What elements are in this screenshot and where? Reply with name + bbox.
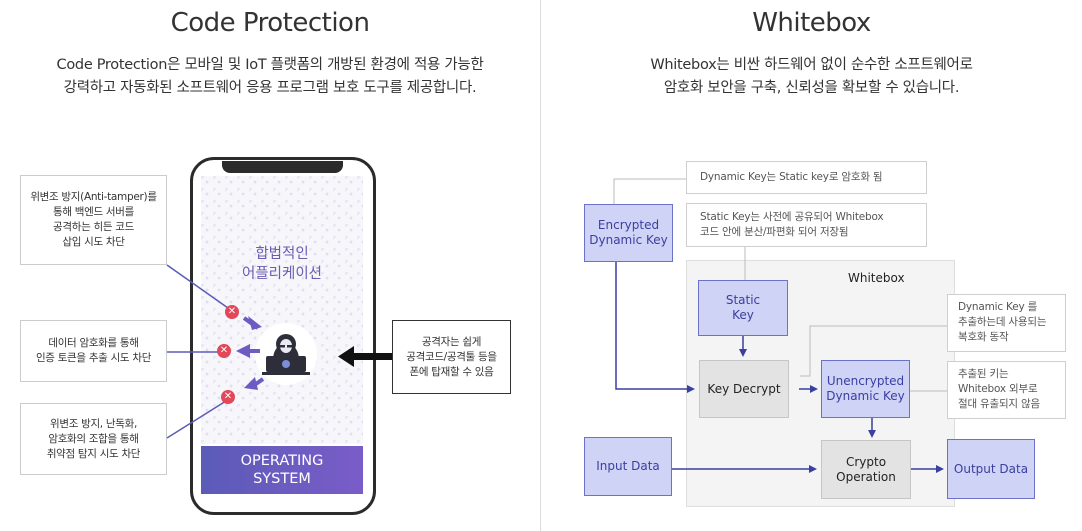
whitebox-description: Whitebox는 비싼 하드웨어 없이 순수한 소프트웨어로 암호화 보안을 … xyxy=(541,54,1082,100)
unencrypted-dynamic-key-box: Unencrypted Dynamic Key xyxy=(821,360,910,418)
note-attacker: 공격자는 쉽게 공격코드/공격툴 등을 폰에 탑재할 수 있음 xyxy=(392,320,511,394)
connector-line-3 xyxy=(166,400,227,439)
attack-arrows xyxy=(236,316,265,390)
crypto-operation-box: Crypto Operation xyxy=(821,440,911,499)
code-protection-graphics xyxy=(166,264,392,439)
code-protection-description: Code Protection은 모바일 및 IoT 플랫폼의 개방된 환경에 … xyxy=(0,54,540,100)
hacker-laptop-icon xyxy=(262,334,310,375)
decrypt-note-connector xyxy=(800,325,947,377)
encrypted-dynamic-key-box: Encrypted Dynamic Key xyxy=(584,204,673,262)
block-x-icon: ✕ xyxy=(221,390,235,404)
note-dynamic-key-encrypted: Dynamic Key는 Static key로 암호화 됨 xyxy=(686,161,927,194)
operating-system-box: OPERATING SYSTEM xyxy=(201,446,363,494)
encrypted-to-decrypt-arrow xyxy=(615,262,695,393)
key-decrypt-box: Key Decrypt xyxy=(699,360,789,418)
note-data-encryption: 데이터 암호화를 통해 인증 토큰을 추출 시도 차단 xyxy=(20,320,167,382)
code-protection-title: Code Protection xyxy=(170,8,370,38)
legit-app-label-1: 합법적인 xyxy=(255,246,309,262)
description-line-1: Code Protection은 모바일 및 IoT 플랫폼의 개방된 환경에 … xyxy=(56,57,484,73)
description-line-2: 암호화 보안을 구축, 신뢰성을 확보할 수 있습니다. xyxy=(663,80,960,96)
whitebox-title: Whitebox xyxy=(752,8,871,38)
note-obfuscation: 위변조 방지, 난독화, 암호화의 조합을 통해 취약점 탐지 시도 차단 xyxy=(20,403,167,475)
attack-arrow-1-shaft xyxy=(242,316,260,330)
phone-speaker xyxy=(222,161,343,173)
connector-line-1 xyxy=(166,264,229,309)
dynamic-note-connector xyxy=(613,178,686,204)
attack-arrow-2 xyxy=(236,344,250,358)
arrow-left-icon xyxy=(338,346,392,367)
output-data-box: Output Data xyxy=(947,439,1035,499)
block-x-icon: ✕ xyxy=(225,305,239,319)
description-line-2: 강력하고 자동화된 소프트웨어 응용 프로그램 보호 도구를 제공합니다. xyxy=(63,80,477,96)
whitebox-container-label: Whitebox xyxy=(848,271,905,285)
note-decrypt-operation: Dynamic Key 를 추출하는데 사용되는 복호화 동작 xyxy=(947,294,1066,352)
note-key-never-leaks: 추출된 키는 Whitebox 외부로 절대 유출되지 않음 xyxy=(947,361,1066,419)
input-data-box: Input Data xyxy=(584,437,672,496)
description-line-1: Whitebox는 비싼 하드웨어 없이 순수한 소프트웨어로 xyxy=(650,57,973,73)
block-x-icon: ✕ xyxy=(217,344,231,358)
static-key-box: Static Key xyxy=(698,280,788,336)
note-static-key-stored: Static Key는 사전에 공유되어 Whitebox 코드 안에 분산/파… xyxy=(686,203,927,247)
note-anti-tamper: 위변조 방지(Anti-tamper)를 통해 백엔드 서버를 공격하는 히든 … xyxy=(20,175,167,265)
panel-divider xyxy=(540,0,541,531)
legit-app-label-2: 어플리케이션 xyxy=(241,266,323,282)
attack-arrow-3-shaft xyxy=(251,377,265,388)
